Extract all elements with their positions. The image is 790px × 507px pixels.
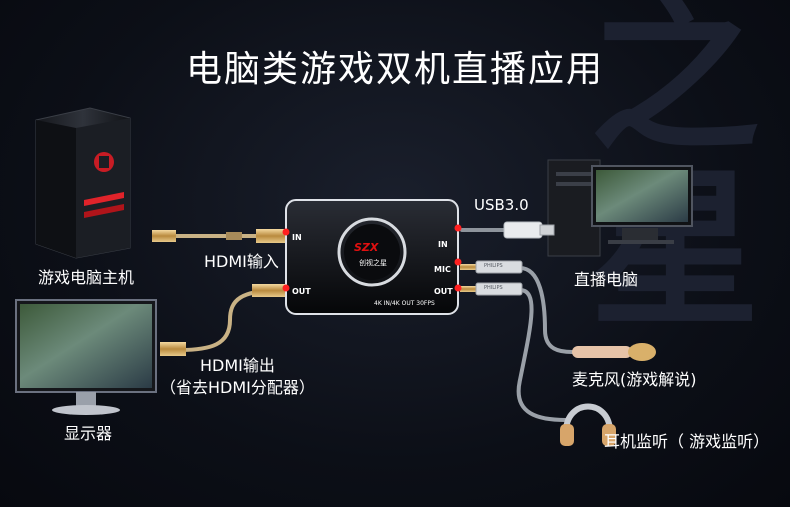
- label-monitor: 显示器: [64, 424, 113, 443]
- port-label-in-left: IN: [292, 233, 302, 242]
- device-logo: SZX: [354, 241, 379, 254]
- monitor: [15, 299, 157, 415]
- port-label-out-right: OUT: [434, 287, 453, 296]
- label-hdmi-out-note: （省去HDMI分配器）: [160, 378, 315, 397]
- device-logo-subtitle: 创视之星: [359, 259, 387, 267]
- port-indicators: [282, 224, 462, 292]
- port-label-mic: MIC: [434, 265, 451, 274]
- port-label-in-right: IN: [438, 240, 448, 249]
- hdmi-connector-in: [152, 229, 286, 243]
- audio-jack-mic: [460, 260, 523, 274]
- headphones: [560, 403, 616, 446]
- label-hdmi-out: HDMI输出: [200, 356, 275, 375]
- label-streaming-pc: 直播电脑: [574, 270, 639, 289]
- capture-device: [285, 199, 459, 315]
- jack-brand-out: PHILIPS: [484, 285, 503, 291]
- streaming-pc: [547, 159, 693, 257]
- device-spec: 4K IN/4K OUT 30FPS: [374, 300, 435, 307]
- label-microphone: 麦克风(游戏解说): [572, 370, 697, 389]
- watermark-char-1: 之: [590, 0, 761, 175]
- microphone: [572, 343, 656, 361]
- port-label-out-left: OUT: [292, 287, 311, 296]
- audio-jack-out: [460, 282, 523, 296]
- label-hdmi-in: HDMI输入: [204, 252, 279, 271]
- label-usb: USB3.0: [474, 196, 529, 214]
- page-title: 电脑类游戏双机直播应用: [185, 49, 604, 90]
- hdmi-connector-out: [160, 284, 286, 356]
- label-headphones: 耳机监听（ 游戏监听）: [604, 432, 770, 451]
- label-gaming-pc: 游戏电脑主机: [38, 268, 135, 287]
- usb-connector: [503, 221, 555, 239]
- jack-brand-mic: PHILIPS: [484, 263, 503, 269]
- gaming-pc-tower: [35, 107, 131, 259]
